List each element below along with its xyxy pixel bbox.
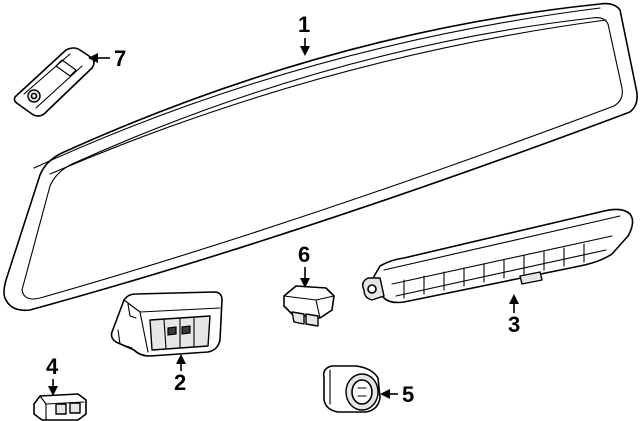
callout-7: 7 <box>88 46 126 71</box>
callout-2: 2 <box>174 354 186 395</box>
callout-label-2: 2 <box>174 370 186 395</box>
arrow-head-4 <box>48 386 58 396</box>
part-1-panel[interactable] <box>3 2 638 312</box>
part-5-button-switch[interactable] <box>322 365 381 413</box>
callout-1: 1 <box>298 12 310 56</box>
arrow-head-7 <box>88 53 98 63</box>
callout-6: 6 <box>298 242 310 288</box>
callout-label-1: 1 <box>298 12 310 37</box>
part-6-connector[interactable] <box>283 285 335 327</box>
arrow-head-5 <box>380 389 390 399</box>
callout-label-7: 7 <box>114 46 126 71</box>
callout-3: 3 <box>508 294 520 337</box>
arrow-head-3 <box>509 294 519 304</box>
arrow-head-1 <box>300 46 310 56</box>
callout-label-5: 5 <box>402 382 414 407</box>
callout-4: 4 <box>46 354 59 396</box>
part-4-plug[interactable] <box>33 393 87 421</box>
callout-label-3: 3 <box>508 312 520 337</box>
arrow-head-6 <box>300 278 310 288</box>
callout-5: 5 <box>380 382 414 407</box>
arrow-head-2 <box>176 354 186 364</box>
callout-label-4: 4 <box>46 354 59 379</box>
part-7-sensor[interactable] <box>13 47 95 117</box>
part-2-switch-panel[interactable] <box>110 291 223 357</box>
part-3-lamp[interactable] <box>361 208 634 304</box>
callout-label-6: 6 <box>298 242 310 267</box>
